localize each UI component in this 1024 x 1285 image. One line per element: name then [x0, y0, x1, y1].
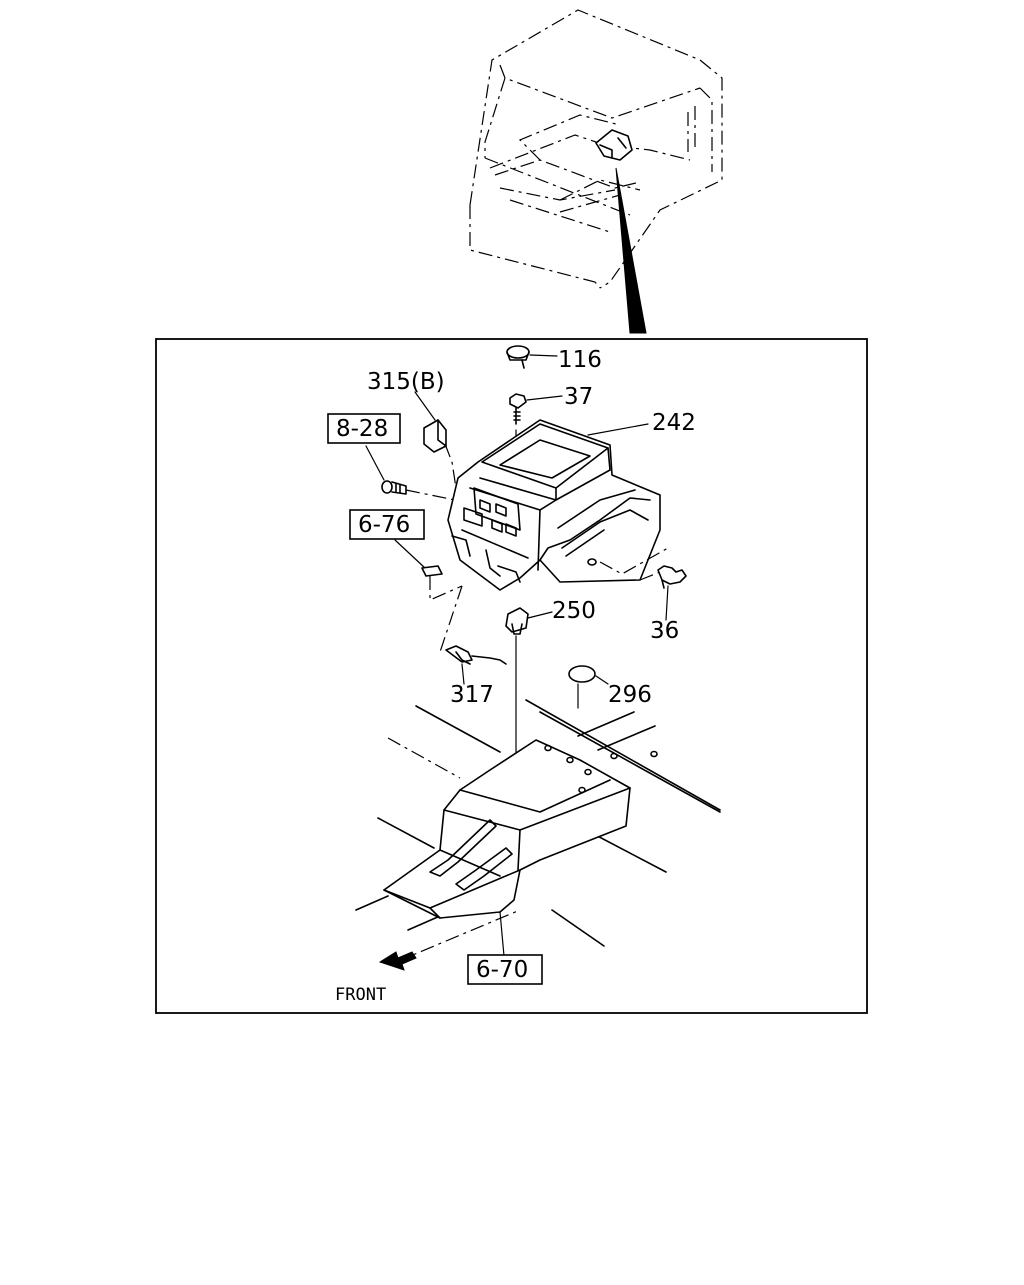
- part-296-plug: [568, 665, 609, 709]
- part-bulb-8-28: [365, 445, 471, 504]
- callout-242: 242: [652, 410, 696, 436]
- ref-6-76: 6-76: [349, 509, 425, 540]
- callout-315b: 315(B): [367, 369, 445, 395]
- ref-8-28: 8-28: [327, 413, 401, 444]
- part-315b-clip: [414, 391, 463, 497]
- part-317-harness: [439, 585, 507, 685]
- ref-6-70: 6-70: [467, 954, 543, 985]
- callout-36: 36: [650, 618, 679, 644]
- arrow-front-icon: [378, 951, 417, 971]
- detail-frame: [155, 338, 868, 1014]
- part-250-clip: [505, 607, 553, 813]
- floor-tunnel-6-70: [355, 699, 721, 957]
- front-label: FRONT: [335, 985, 386, 1005]
- callout-250: 250: [552, 598, 596, 624]
- callout-317: 317: [450, 682, 494, 708]
- ref-8-28-label: 8-28: [336, 416, 388, 442]
- part-116-cap: [506, 345, 558, 369]
- ref-6-76-label: 6-76: [358, 512, 410, 538]
- part-clip-6-76: [394, 539, 463, 601]
- callout-37: 37: [564, 384, 593, 410]
- callout-116: 116: [558, 347, 602, 373]
- front-direction: FRONT: [335, 909, 521, 1005]
- callout-296: 296: [608, 682, 652, 708]
- part-36-screw: [599, 547, 687, 621]
- cab-overview: [469, 9, 723, 334]
- ref-6-70-label: 6-70: [476, 957, 528, 983]
- part-242-console: [447, 419, 661, 591]
